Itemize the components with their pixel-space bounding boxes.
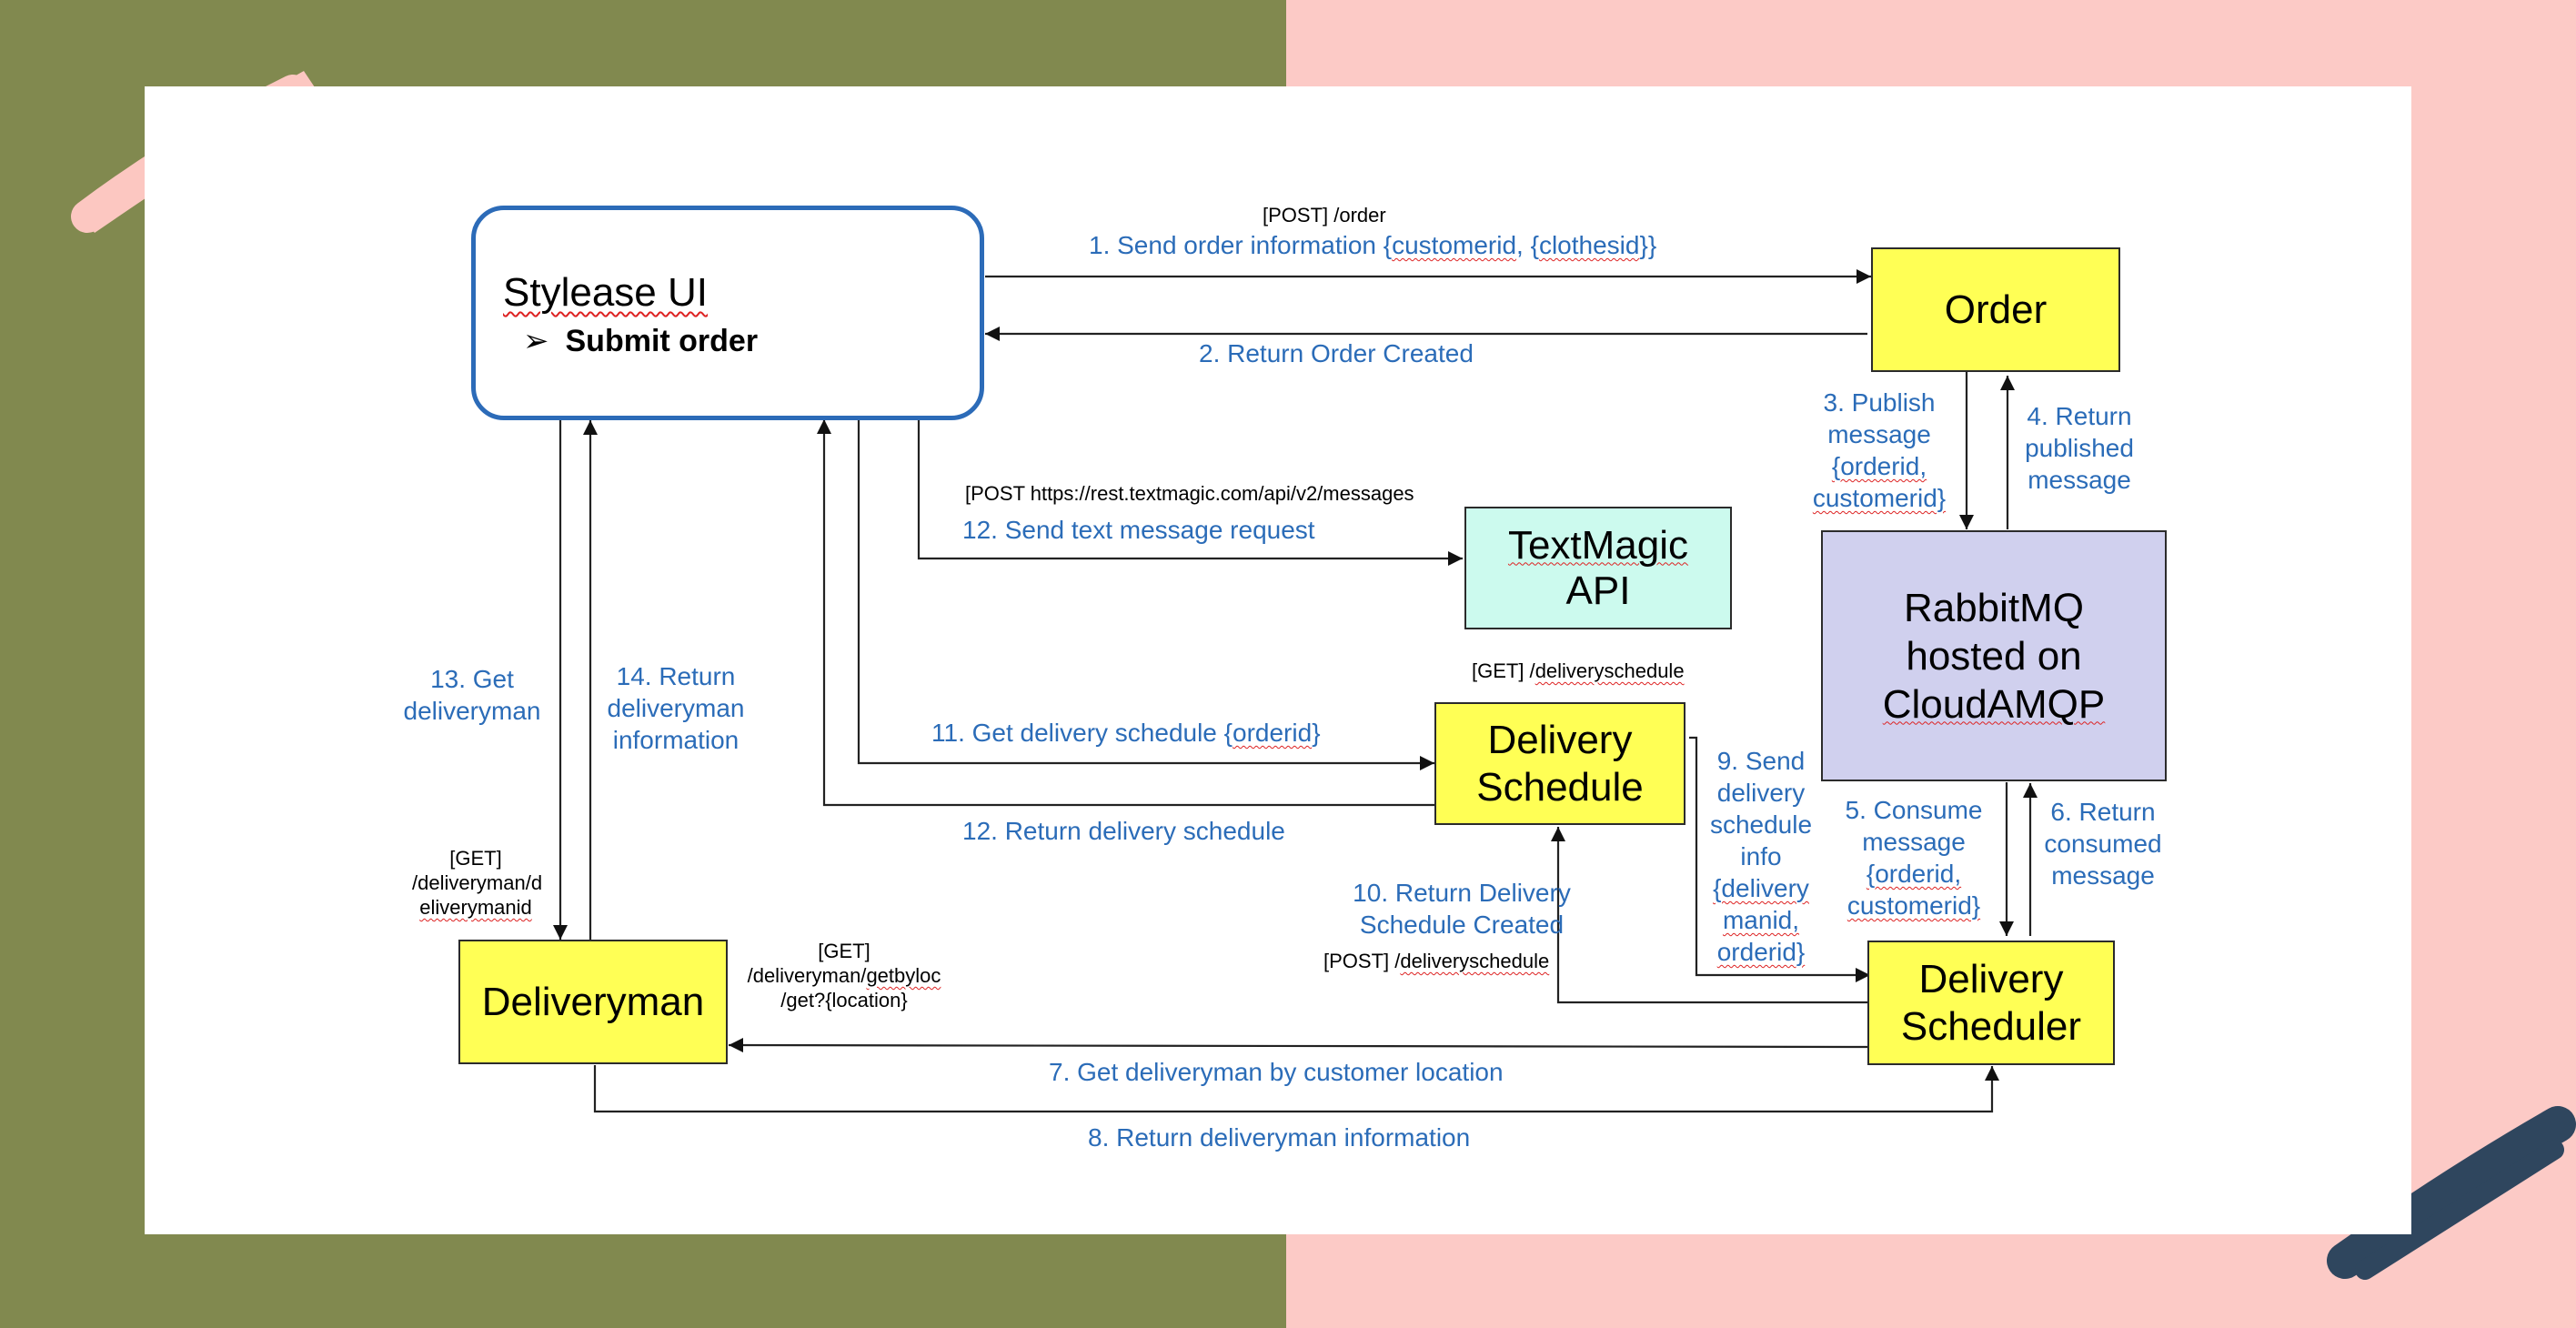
flow-label-10: 10. Return Delivery Schedule Created bbox=[1325, 877, 1598, 941]
flow-label-line: information bbox=[612, 726, 740, 754]
flow-label-line: deliveryman bbox=[607, 694, 745, 722]
flow-label-line: message bbox=[2028, 466, 2131, 494]
rabbitmq-label-3: CloudAMQP bbox=[1882, 681, 2106, 727]
endpoint-line: [GET] bbox=[818, 940, 870, 962]
endpoint-post-order: [POST] /order bbox=[1263, 204, 1386, 226]
endpoint-line: /get?{location} bbox=[780, 989, 908, 1011]
flow-label-line: published bbox=[2025, 434, 2134, 462]
flow-label-line: 5. Consume bbox=[1845, 796, 1983, 824]
flow-label-line: 6. Return bbox=[2050, 798, 2156, 826]
flow-label-13: 13. Get deliveryman bbox=[399, 663, 545, 727]
flow-label-line: schedule bbox=[1709, 810, 1813, 839]
flow-label-line: 3. Publish bbox=[1823, 388, 1936, 417]
flow-label-6: 6. Return consumed message bbox=[2035, 796, 2171, 891]
flow-label-line: delivery bbox=[1716, 779, 1806, 807]
deliveryman-service-box: Deliveryman bbox=[458, 940, 728, 1064]
delivery-schedule-label-2: Schedule bbox=[1476, 764, 1644, 810]
endpoint-line: /deliveryman/getbyloc bbox=[747, 964, 941, 987]
diagram-slide: Stylease UI ➢ Submit order Order TextMagi… bbox=[145, 86, 2411, 1234]
rabbitmq-label-1: RabbitMQ bbox=[1903, 585, 2085, 630]
rabbitmq-label-2: hosted on bbox=[1906, 633, 2082, 679]
flow-label-14: 14. Return deliveryman information bbox=[595, 660, 757, 756]
flow-label-4: 4. Return published message bbox=[2012, 400, 2147, 496]
flow-label-line: 10. Return Delivery bbox=[1353, 879, 1571, 907]
flow-label-line: {orderid, bbox=[1866, 860, 1962, 888]
flow-label-1: 1. Send order information {customerid, {… bbox=[1089, 231, 1657, 259]
endpoint-post-textmagic: [POST https://rest.textmagic.com/api/v2/… bbox=[965, 482, 1414, 505]
flow-label-line: 9. Send bbox=[1716, 747, 1806, 775]
flow-label-8: 8. Return deliveryman information bbox=[1088, 1123, 1471, 1152]
flow-label-line: customerid} bbox=[1812, 484, 1947, 512]
delivery-scheduler-label-1: Delivery bbox=[1918, 956, 2064, 1001]
delivery-scheduler-label-2: Scheduler bbox=[1900, 1003, 2082, 1049]
flow-label-9: 9. Send delivery schedule info {delivery… bbox=[1702, 745, 1820, 968]
flow-label-line: manid, bbox=[1722, 906, 1800, 934]
endpoint-line: eliverymanid bbox=[419, 896, 532, 919]
endpoint-post-deliveryschedule: [POST] /deliveryschedule bbox=[1323, 950, 1550, 972]
flow-label-line: Schedule Created bbox=[1359, 910, 1565, 939]
navy-brush-stroke bbox=[2355, 1140, 2564, 1280]
flow-label-line: 14. Return bbox=[616, 662, 736, 690]
textmagic-label-1: TextMagic bbox=[1507, 522, 1689, 568]
arrow-f8 bbox=[593, 1065, 1999, 1113]
connector-arrows bbox=[553, 269, 2038, 1113]
flow-label-2: 2. Return Order Created bbox=[1199, 339, 1474, 367]
endpoint-get-deliveryman-by-id: [GET] /deliveryman/d eliverymanid bbox=[412, 846, 543, 920]
flow-label-5: 5. Consume message {orderid, customerid} bbox=[1840, 794, 1987, 921]
flow-label-line: message bbox=[1827, 420, 1931, 448]
flow-label-7: 7. Get deliveryman by customer location bbox=[1049, 1058, 1504, 1086]
flow-label-11: 11. Get delivery schedule {orderid} bbox=[931, 719, 1321, 747]
navy-brush-stroke bbox=[2327, 1106, 2576, 1279]
submit-order-label: Submit order bbox=[565, 324, 759, 358]
submit-order-item: ➢ Submit order bbox=[523, 323, 758, 359]
arrow-f7 bbox=[728, 1038, 1868, 1053]
flow-label-line: {delivery bbox=[1713, 874, 1809, 902]
endpoint-get-deliveryschedule: [GET] /deliveryschedule bbox=[1472, 659, 1685, 682]
flow-label-line: consumed bbox=[2044, 830, 2162, 858]
flow-label-line: orderid} bbox=[1716, 938, 1806, 966]
endpoint-line: /deliveryman/d bbox=[412, 871, 543, 894]
stylease-ui-title: Stylease UI bbox=[503, 270, 708, 315]
flow-label-line: 4. Return bbox=[2027, 402, 2132, 430]
arrow-f10 bbox=[1551, 827, 1867, 1004]
arrow-f12a bbox=[917, 420, 1463, 566]
flow-label-line: 13. Get bbox=[430, 665, 514, 693]
flow-label-3: 3. Publish message {orderid, customerid} bbox=[1811, 387, 1947, 514]
stylease-ui-box: Stylease UI ➢ Submit order bbox=[471, 206, 984, 420]
flow-label-line: info bbox=[1740, 842, 1782, 870]
arrow-f11 bbox=[857, 420, 1434, 770]
flow-label-line: customerid} bbox=[1846, 891, 1981, 920]
order-service-label: Order bbox=[1944, 287, 2048, 332]
endpoint-line: [GET] bbox=[449, 847, 502, 870]
flow-label-line: deliveryman bbox=[403, 697, 541, 725]
bullet-arrow-icon: ➢ bbox=[523, 324, 549, 358]
rabbitmq-box: RabbitMQ hosted on CloudAMQP bbox=[1821, 530, 2167, 781]
delivery-scheduler-box: Delivery Scheduler bbox=[1867, 941, 2115, 1065]
flow-label-12a: 12. Send text message request bbox=[962, 516, 1315, 544]
flow-label-line: message bbox=[1862, 828, 1966, 856]
textmagic-label-2: API bbox=[1565, 568, 1631, 613]
arrow-f12b bbox=[817, 419, 1434, 807]
delivery-schedule-label-1: Delivery bbox=[1487, 717, 1633, 762]
flow-label-line: {orderid, bbox=[1831, 452, 1927, 480]
flow-label-line: message bbox=[2051, 861, 2155, 890]
endpoint-get-deliveryman-by-loc: [GET] /deliveryman/getbyloc /get?{locati… bbox=[740, 939, 949, 1012]
flow-label-12b: 12. Return delivery schedule bbox=[962, 817, 1285, 845]
arrow-f9 bbox=[1689, 736, 1870, 982]
deliveryman-service-label: Deliveryman bbox=[481, 979, 705, 1024]
delivery-schedule-box: Delivery Schedule bbox=[1434, 702, 1685, 825]
textmagic-api-box: TextMagic API bbox=[1464, 507, 1732, 629]
order-service-box: Order bbox=[1871, 247, 2120, 372]
